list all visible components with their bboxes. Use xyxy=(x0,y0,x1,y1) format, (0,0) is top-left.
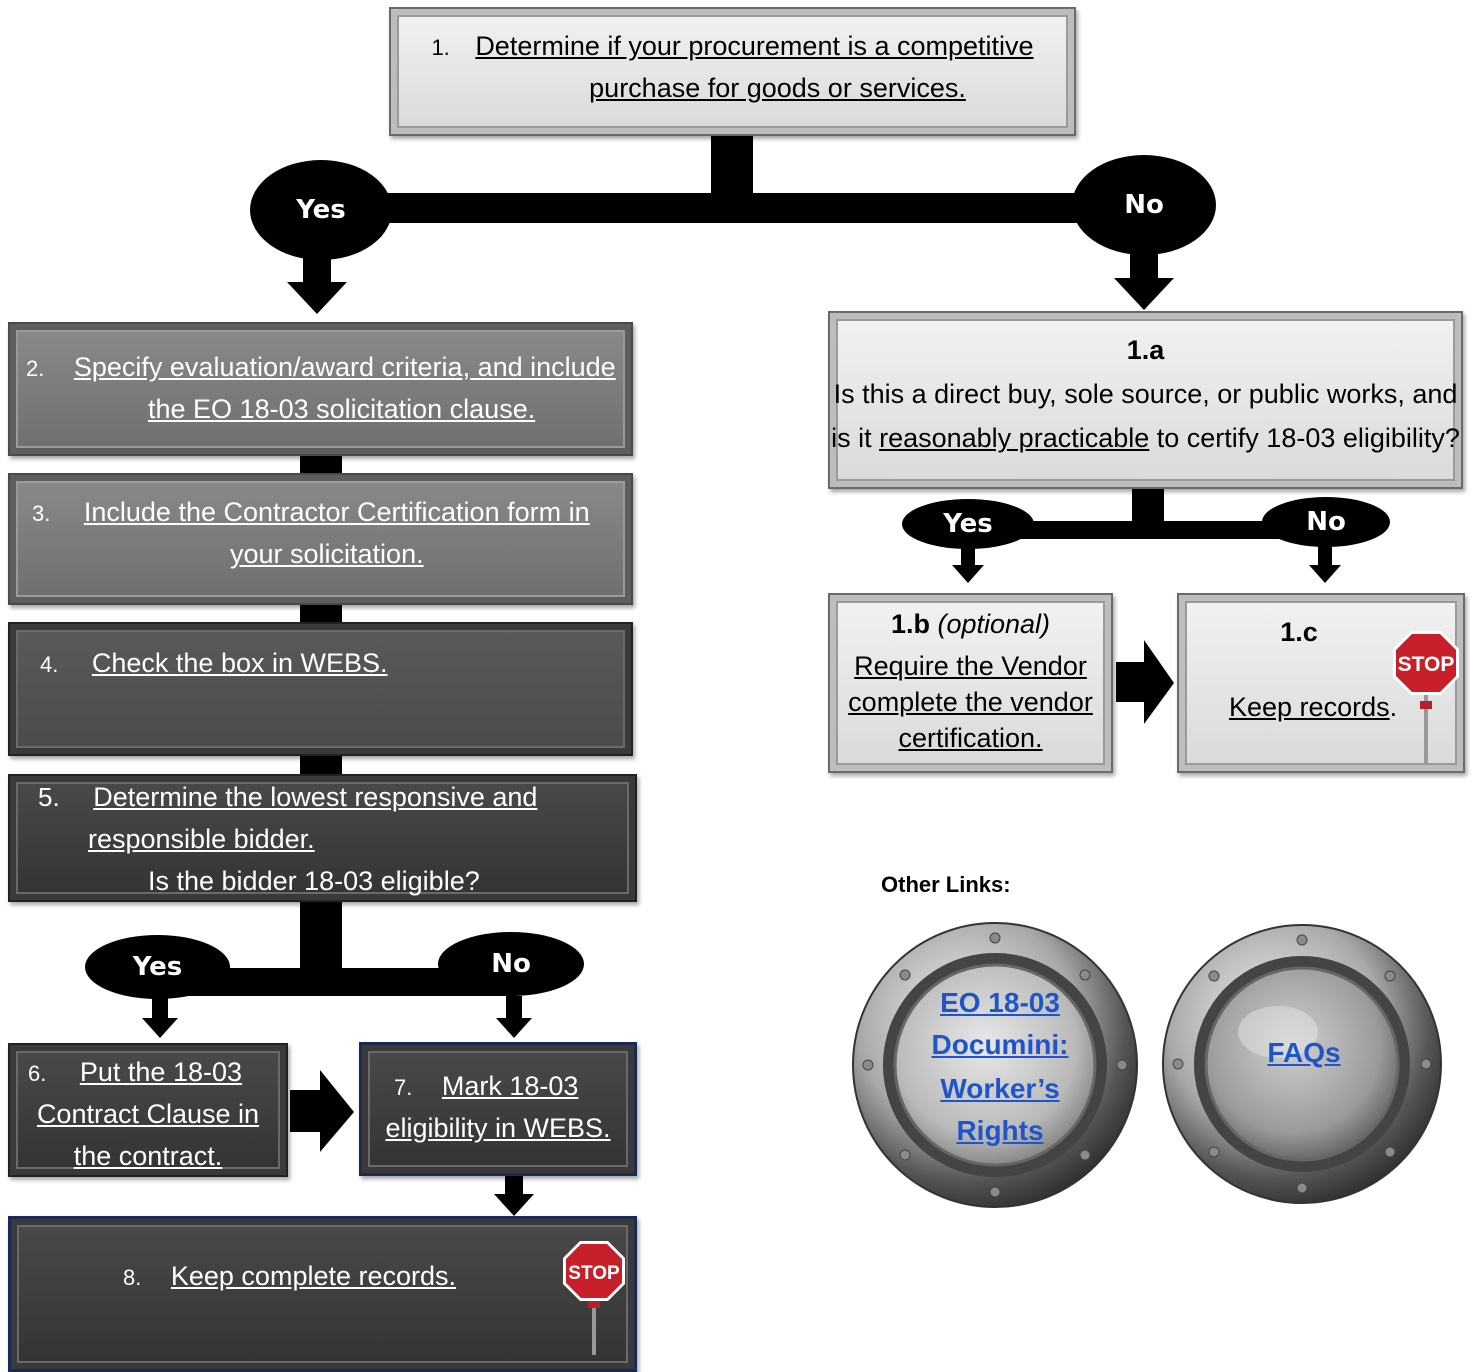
step-1a-line2-pre: is it xyxy=(831,423,880,453)
stop-sign-icon: STOP xyxy=(1393,631,1459,765)
step-6-link[interactable]: Put the 18-03 xyxy=(79,1057,242,1087)
step-1c-link[interactable]: Keep records xyxy=(1229,692,1390,722)
step-6-box: 6. Put the 18-03 Contract Clause in the … xyxy=(8,1043,288,1177)
step-1b-box: 1.b (optional) Require the Vendor comple… xyxy=(828,593,1113,773)
arrow-down-no-top xyxy=(1114,254,1174,310)
step-1c-id: 1.c xyxy=(1280,617,1318,647)
worker-rights-link-4[interactable]: Rights xyxy=(956,1115,1044,1146)
worker-rights-link-2[interactable]: Documini: xyxy=(931,1029,1069,1060)
yes-oval-1a: Yes xyxy=(902,499,1034,549)
step-7-box: 7. Mark 18-03 eligibility in WEBS. xyxy=(359,1042,637,1176)
yes-oval-5: Yes xyxy=(85,935,230,999)
step-1b-optional: (optional) xyxy=(937,609,1051,639)
step-8-link[interactable]: Keep complete records. xyxy=(170,1261,457,1291)
step-1b-link-line3[interactable]: certification. xyxy=(898,723,1043,753)
porthole-icon xyxy=(852,922,1138,1208)
stop-sign-icon: STOP xyxy=(563,1241,625,1355)
worker-rights-link-1[interactable]: EO 18-03 xyxy=(940,987,1060,1018)
yes-oval-top: Yes xyxy=(250,160,392,260)
step-5-question: Is the bidder 18-03 eligible? xyxy=(148,866,480,896)
step-5-number: 5. xyxy=(38,782,60,812)
arrow-down-7-8 xyxy=(494,1174,534,1216)
step-1c-box: 1.c Keep records. STOP xyxy=(1177,593,1465,773)
step-6-number: 6. xyxy=(28,1061,47,1086)
step-1-link-line2[interactable]: purchase for goods or services. xyxy=(589,73,966,103)
step-7-link-line2[interactable]: eligibility in WEBS. xyxy=(385,1113,611,1143)
step-2-link-line2[interactable]: the EO 18-03 solicitation clause. xyxy=(148,394,536,424)
arrow-down-1a-yes xyxy=(952,547,984,583)
step-1a-line2-post: to certify 18-03 eligibility? xyxy=(1149,423,1460,453)
no-oval-top: No xyxy=(1072,155,1216,255)
arrow-down-1a-no xyxy=(1309,545,1341,583)
step-2-link[interactable]: Specify evaluation/award criteria, and i… xyxy=(73,352,616,382)
arrow-down-5-yes xyxy=(142,996,178,1038)
step-1b-id: 1.b xyxy=(890,609,930,639)
connector-left-column-3 xyxy=(300,754,342,776)
step-1a-box: 1.a Is this a direct buy, sole source, o… xyxy=(828,311,1463,489)
step-5-box: 5. Determine the lowest responsive and r… xyxy=(8,774,637,902)
other-links-heading: Other Links: xyxy=(881,872,1011,897)
worker-rights-link-3[interactable]: Worker’s xyxy=(940,1073,1060,1104)
faqs-link[interactable]: FAQs xyxy=(1267,1037,1341,1068)
step-1c-period: . xyxy=(1389,692,1398,722)
step-5-link[interactable]: Determine the lowest responsive and xyxy=(93,782,538,812)
porthole-worker-rights[interactable]: EO 18-03 Documini: Worker’s Rights xyxy=(850,920,1140,1210)
step-1-number: 1. xyxy=(431,35,450,60)
porthole-faqs[interactable]: FAQs xyxy=(1160,922,1444,1206)
step-8-number: 8. xyxy=(123,1265,142,1290)
svg-text:STOP: STOP xyxy=(568,1263,620,1284)
reasonably-practicable-link[interactable]: reasonably practicable xyxy=(879,423,1150,453)
step-4-box: 4. Check the box in WEBS. xyxy=(8,622,633,756)
step-3-box: 3. Include the Contractor Certification … xyxy=(8,473,633,605)
arrow-right-1b-1c xyxy=(1116,640,1174,724)
svg-text:STOP: STOP xyxy=(1398,653,1455,676)
step-4-link[interactable]: Check the box in WEBS. xyxy=(91,648,388,678)
step-3-number: 3. xyxy=(32,501,51,526)
no-oval-1a: No xyxy=(1262,497,1390,547)
step-2-number: 2. xyxy=(26,356,45,381)
step-1-box: 1. Determine if your procurement is a co… xyxy=(389,7,1076,136)
step-6-link-line2[interactable]: Contract Clause in xyxy=(36,1099,260,1129)
step-5-link-line2[interactable]: responsible bidder. xyxy=(88,824,315,854)
step-1a-id: 1.a xyxy=(1126,335,1165,365)
step-7-number: 7. xyxy=(394,1075,413,1100)
step-1b-link[interactable]: Require the Vendor xyxy=(854,651,1087,681)
step-3-link[interactable]: Include the Contractor Certification for… xyxy=(83,497,590,527)
step-1-link[interactable]: Determine if your procurement is a compe… xyxy=(475,31,1034,61)
step-1b-link-line2[interactable]: complete the vendor xyxy=(848,687,1093,717)
step-8-box: 8. Keep complete records. STOP xyxy=(8,1216,637,1372)
connector-1-down xyxy=(711,134,753,194)
step-2-box: 2. Specify evaluation/award criteria, an… xyxy=(8,322,633,456)
step-4-number: 4. xyxy=(40,652,59,677)
connector-1a-horizontal xyxy=(965,521,1325,539)
step-1a-line1: Is this a direct buy, sole source, or pu… xyxy=(833,379,1458,409)
connector-left-column xyxy=(300,455,342,475)
arrow-down-yes-top xyxy=(287,258,347,314)
connector-5-down xyxy=(300,900,342,972)
step-3-link-line2[interactable]: your solicitation. xyxy=(230,539,424,569)
connector-left-column-2 xyxy=(300,603,342,623)
arrow-down-5-no xyxy=(496,996,532,1038)
step-7-link[interactable]: Mark 18-03 xyxy=(441,1071,579,1101)
connector-1a-down xyxy=(1132,488,1164,524)
no-oval-5: No xyxy=(438,932,584,996)
porthole-icon xyxy=(1162,924,1442,1204)
arrow-right-6-7 xyxy=(290,1070,354,1152)
step-6-link-line3[interactable]: the contract. xyxy=(73,1141,223,1171)
connector-top-horizontal xyxy=(320,193,1150,223)
